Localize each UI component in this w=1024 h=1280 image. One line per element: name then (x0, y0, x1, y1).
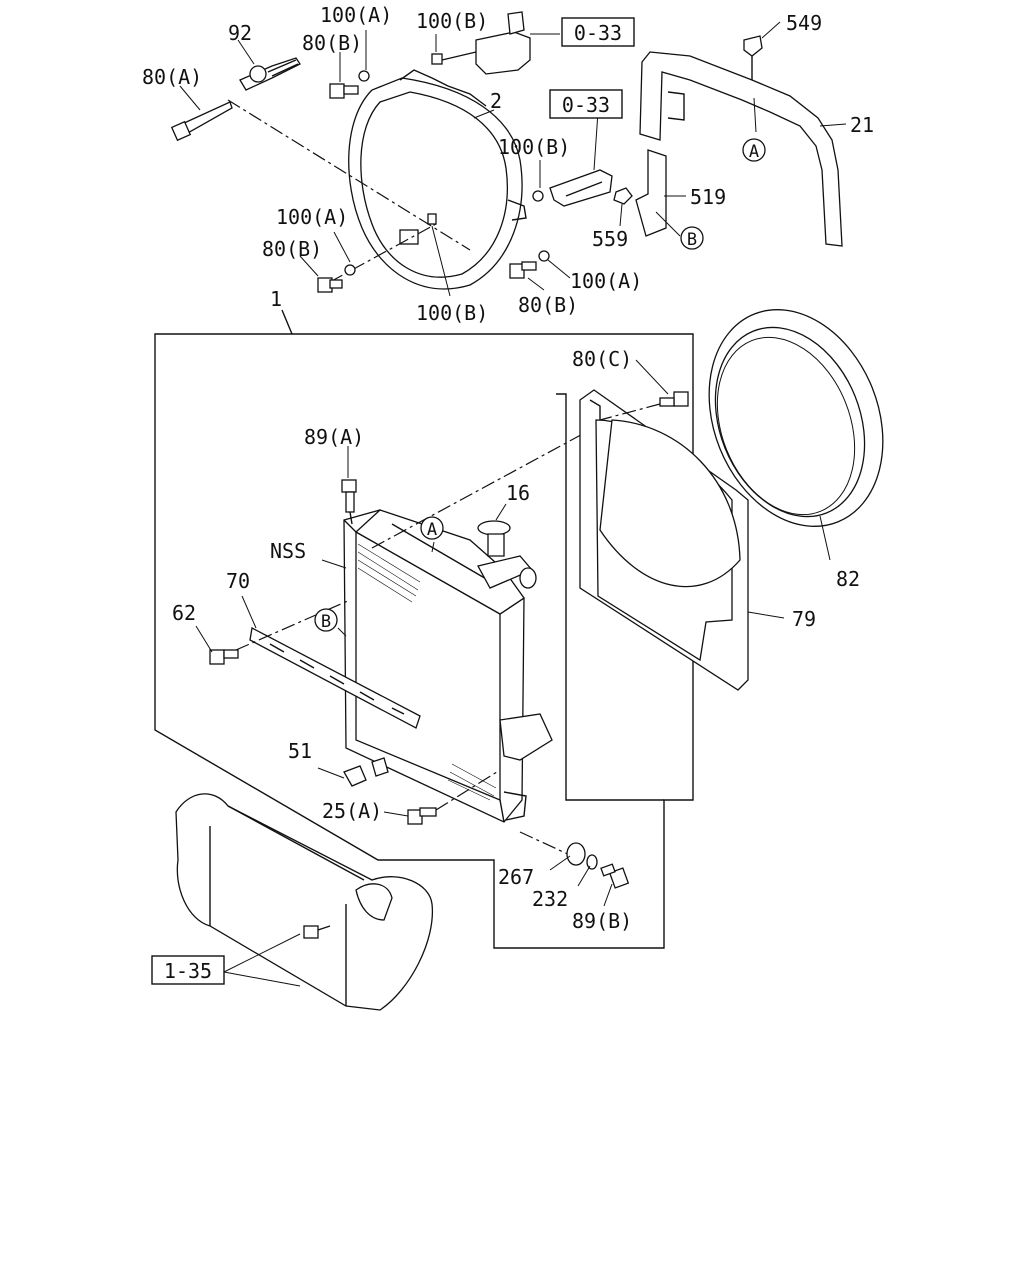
label-51: 51 (288, 739, 312, 763)
label-25a: 25(A) (322, 799, 382, 823)
filler-cap-16 (477, 520, 537, 589)
leader-line (227, 99, 471, 251)
label-2: 2 (490, 89, 502, 113)
bolt-89b (600, 863, 630, 889)
ref-box-033-mid: 0-33 (549, 89, 623, 119)
bolt-80b-low (509, 261, 537, 279)
label-80b-left: 80(B) (262, 237, 322, 261)
intercooler (175, 793, 434, 1011)
ref-box-033-top: 0-33 (561, 17, 635, 47)
leader-line (519, 831, 573, 857)
bolt-62 (209, 649, 239, 665)
leader-1 (281, 309, 293, 335)
label-232: 232 (532, 887, 568, 911)
bracket-mid (532, 169, 613, 207)
label-leaders (179, 21, 847, 987)
callout-a-mid: A (420, 516, 444, 540)
label-559: 559 (592, 227, 628, 251)
shroud-79 (579, 389, 749, 691)
svg-text:A: A (749, 142, 759, 162)
nut-559 (613, 187, 633, 205)
label-100a-right: 100(A) (570, 269, 642, 293)
bracket-519 (635, 149, 667, 237)
leader-line (599, 403, 661, 421)
label-62: 62 (172, 601, 196, 625)
label-21: 21 (850, 113, 874, 137)
leader-line (435, 769, 501, 811)
label-80a: 80(A) (142, 65, 202, 89)
label-92: 92 (228, 21, 252, 45)
svg-text:A: A (427, 520, 437, 540)
label-100a-left: 100(A) (276, 205, 348, 229)
clip-549 (743, 35, 763, 80)
washer-100a-left (344, 264, 356, 276)
shroud-inner-outline (556, 393, 664, 801)
drain-51 (343, 757, 389, 787)
shroud-ring-2 (348, 69, 527, 290)
callout-b-top: B (680, 226, 704, 250)
leader-line (371, 429, 591, 549)
label-80b-low: 80(B) (518, 293, 578, 317)
label-100b-top: 100(B) (416, 9, 488, 33)
label-16: 16 (506, 481, 530, 505)
svg-text:B: B (687, 230, 697, 250)
label-82: 82 (836, 567, 860, 591)
label-519: 519 (690, 185, 726, 209)
label-80c: 80(C) (572, 347, 632, 371)
seal-strip-21 (639, 51, 843, 247)
label-89a: 89(A) (304, 425, 364, 449)
bracket-92 (239, 57, 301, 91)
label-100b-mid: 100(B) (498, 135, 570, 159)
label-549: 549 (786, 11, 822, 35)
label-79: 79 (792, 607, 816, 631)
radiator-core (343, 509, 553, 823)
svg-text:0-33: 0-33 (562, 93, 610, 117)
bolt-89a (341, 479, 357, 525)
bolt-80b-top (329, 83, 359, 99)
svg-text:1-35: 1-35 (164, 959, 212, 983)
ring-82 (708, 309, 884, 527)
label-1: 1 (270, 287, 282, 311)
label-80b-top: 80(B) (302, 31, 362, 55)
part-labels: 92 100(A) 100(B) 80(B) 80(A) 2 100(B) 10… (142, 3, 874, 933)
label-nss: NSS (270, 539, 306, 563)
label-267: 267 (498, 865, 534, 889)
leader-line (235, 599, 351, 651)
svg-text:B: B (321, 612, 331, 632)
washer-100a-right (538, 250, 550, 262)
callout-b-mid: B (314, 608, 338, 632)
label-70: 70 (226, 569, 250, 593)
ref-box-135: 1-35 (151, 955, 225, 985)
label-100a-top: 100(A) (320, 3, 392, 27)
label-100b-low: 100(B) (416, 301, 488, 325)
bolt-80a (170, 101, 233, 142)
label-89b: 89(B) (572, 909, 632, 933)
callout-a-top: A (742, 138, 766, 162)
bar-70 (249, 627, 421, 729)
washer-232 (586, 854, 598, 870)
bolt-80b-left (317, 277, 343, 293)
bolt-80c (659, 391, 689, 407)
washer-100a-top (358, 70, 370, 82)
spacer-267 (566, 842, 586, 866)
nut-100b-top (431, 53, 443, 65)
svg-text:0-33: 0-33 (574, 21, 622, 45)
bracket-top (441, 11, 531, 75)
bolt-25a (407, 807, 437, 825)
